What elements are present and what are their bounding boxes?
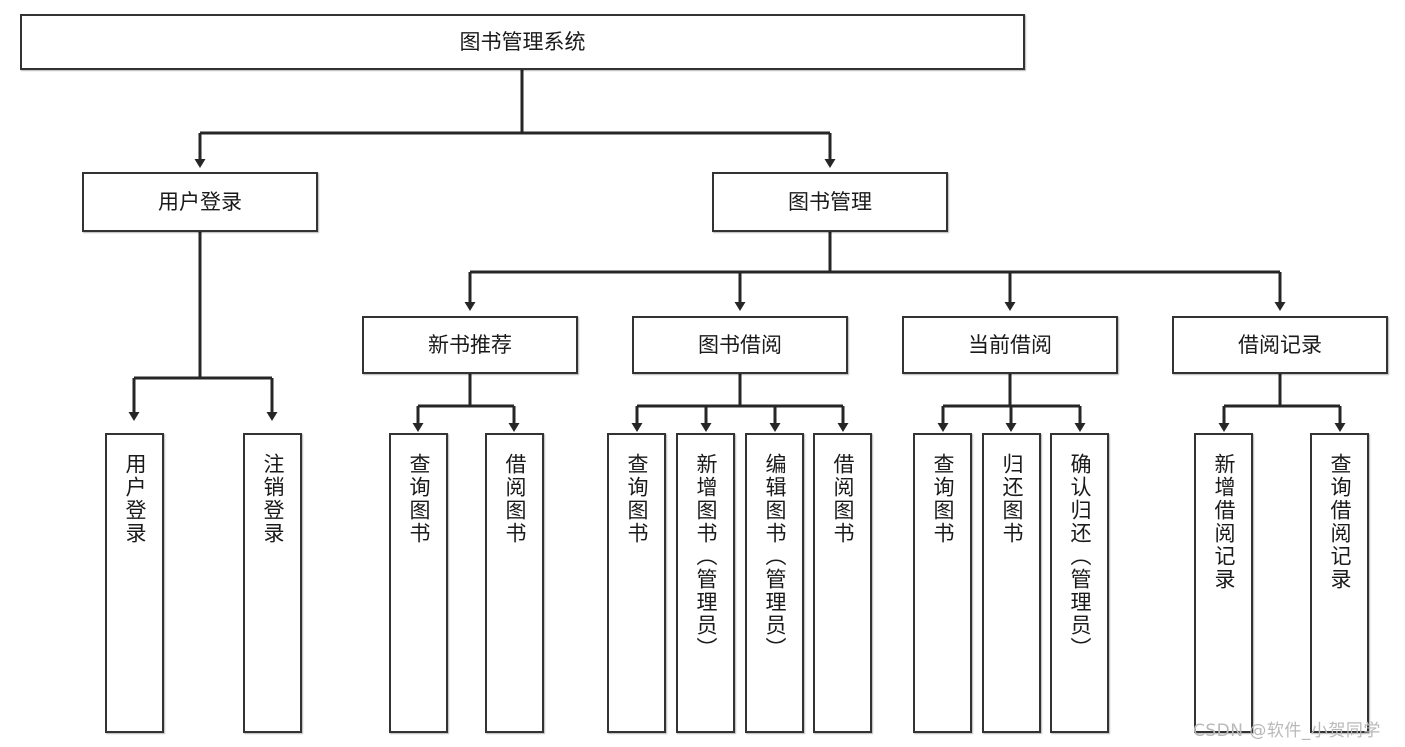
node-new-book-recommend[interactable]: 新书推荐	[362, 316, 578, 374]
node-label: 图书管理系统	[459, 29, 586, 54]
leaf-record-add[interactable]: 新增借阅记录	[1194, 433, 1253, 733]
node-label: 当前借阅	[968, 332, 1052, 357]
leaf-borrow-query-book[interactable]: 查询图书	[607, 433, 666, 733]
leaf-current-query-book[interactable]: 查询图书	[913, 433, 972, 733]
node-label: 新增借阅记录	[1212, 453, 1236, 591]
leaf-borrow-edit-book[interactable]: 编辑图书（管理员）	[745, 433, 804, 733]
leaf-user-login[interactable]: 用户登录	[105, 433, 164, 733]
node-label: 查询借阅记录	[1328, 453, 1352, 591]
node-label: 借阅图书	[831, 453, 855, 545]
node-label: 确认归还（管理员）	[1068, 453, 1092, 660]
node-label: 用户登录	[158, 189, 242, 214]
leaf-borrow-add-book[interactable]: 新增图书（管理员）	[676, 433, 735, 733]
node-label: 新增图书（管理员）	[694, 453, 718, 660]
leaf-recommend-query-book[interactable]: 查询图书	[389, 433, 448, 733]
node-root-system[interactable]: 图书管理系统	[20, 14, 1025, 70]
node-label: 查询图书	[625, 453, 649, 545]
node-label: 注销登录	[261, 453, 285, 545]
node-book-borrow[interactable]: 图书借阅	[632, 316, 848, 374]
node-current-borrow[interactable]: 当前借阅	[902, 316, 1118, 374]
node-borrow-record[interactable]: 借阅记录	[1172, 316, 1388, 374]
node-label: 查询图书	[931, 453, 955, 545]
node-label: 查询图书	[407, 453, 431, 545]
node-book-management[interactable]: 图书管理	[712, 172, 948, 232]
node-label: 新书推荐	[428, 332, 512, 357]
node-label: 图书管理	[788, 189, 872, 214]
leaf-user-logout[interactable]: 注销登录	[243, 433, 302, 733]
csdn-watermark: CSDN @软件_小贺同学	[1193, 721, 1381, 741]
node-label: 借阅图书	[503, 453, 527, 545]
leaf-recommend-borrow-book[interactable]: 借阅图书	[485, 433, 544, 733]
node-user-login[interactable]: 用户登录	[82, 172, 318, 232]
leaf-record-query[interactable]: 查询借阅记录	[1310, 433, 1369, 733]
node-label: 编辑图书（管理员）	[763, 453, 787, 660]
leaf-borrow-borrow-book[interactable]: 借阅图书	[813, 433, 872, 733]
node-label: 用户登录	[123, 453, 147, 545]
leaf-current-confirm-return[interactable]: 确认归还（管理员）	[1050, 433, 1109, 733]
leaf-current-return-book[interactable]: 归还图书	[982, 433, 1041, 733]
node-label: 图书借阅	[698, 332, 782, 357]
node-label: 归还图书	[1000, 453, 1024, 545]
node-label: 借阅记录	[1238, 332, 1322, 357]
